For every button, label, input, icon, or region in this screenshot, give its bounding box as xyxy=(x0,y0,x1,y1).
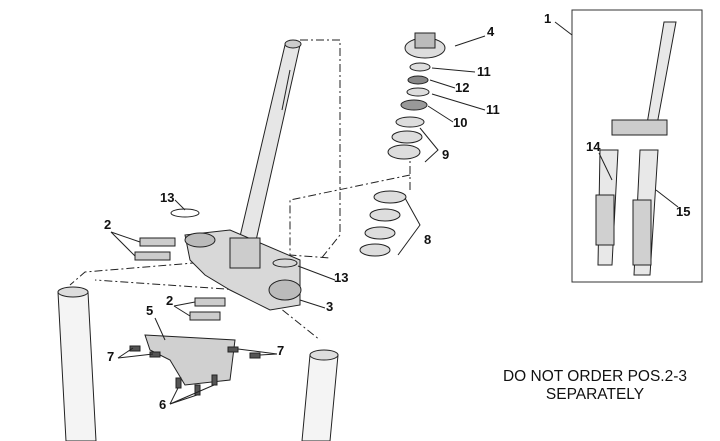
bearing-stack xyxy=(359,32,446,257)
callout-7: 7 xyxy=(107,349,115,364)
callout-2b: 2 xyxy=(166,293,174,308)
callout-6: 6 xyxy=(159,397,167,412)
order-note-line2: SEPARATELY xyxy=(545,386,645,403)
order-note-line1: DO NOT ORDER POS.2-3 xyxy=(502,368,688,385)
callout-2: 2 xyxy=(104,217,112,232)
callout-11: 11 xyxy=(477,64,491,79)
bracket xyxy=(144,334,236,386)
steering-stem xyxy=(237,39,302,246)
leader-lines xyxy=(110,21,679,405)
complete-fork xyxy=(595,21,677,276)
callout-13b: 13 xyxy=(334,270,349,285)
callout-13: 13 xyxy=(160,190,175,205)
fork-assembly-box xyxy=(571,9,703,283)
screws xyxy=(129,345,261,396)
lower-triple-clamp xyxy=(184,229,302,311)
callout-14: 14 xyxy=(586,139,601,154)
callout-7b: 7 xyxy=(277,343,285,358)
callout-8: 8 xyxy=(424,232,432,247)
callout-15: 15 xyxy=(676,204,691,219)
callout-3: 3 xyxy=(326,299,334,314)
fork-tubes xyxy=(57,286,339,441)
callout-12: 12 xyxy=(455,80,470,95)
assembly-lines xyxy=(69,39,411,341)
callout-5: 5 xyxy=(146,303,154,318)
callout-11b: 11 xyxy=(486,102,500,117)
callout-9: 9 xyxy=(442,147,450,162)
callout-10: 10 xyxy=(453,115,468,130)
callout-4: 4 xyxy=(487,24,495,39)
callout-1: 1 xyxy=(544,11,552,26)
order-note: DO NOT ORDER POS.2-3 SEPARATELY xyxy=(470,368,720,404)
